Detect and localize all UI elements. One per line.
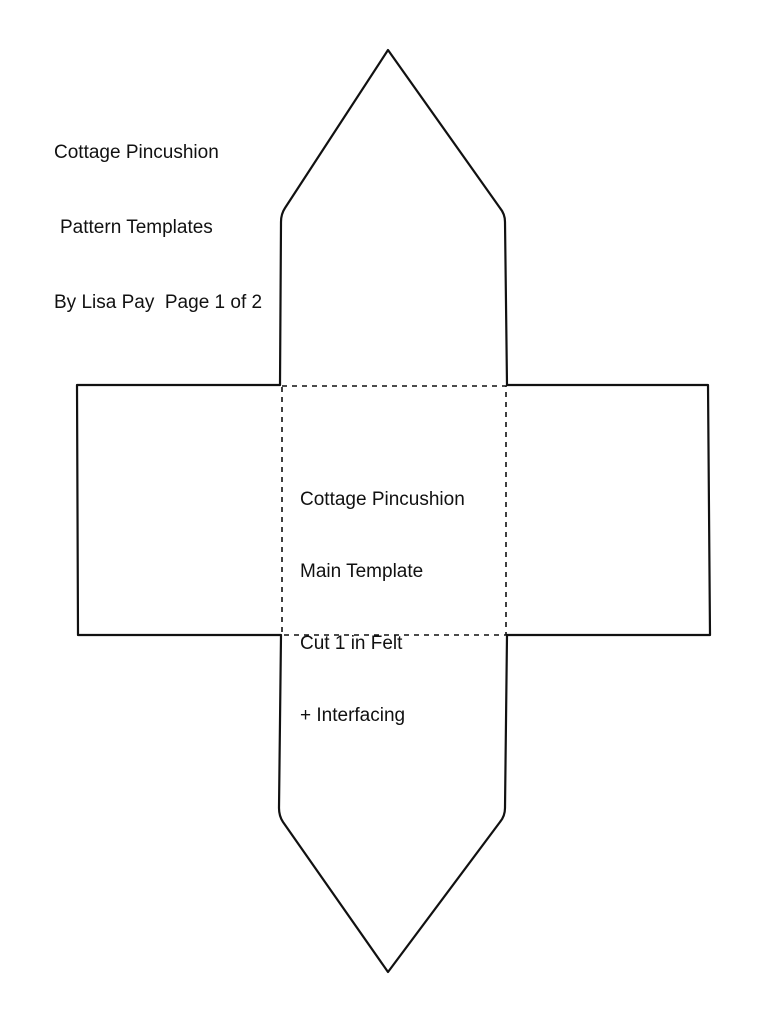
- pattern-header: Cottage Pincushion Pattern Templates By …: [54, 90, 262, 340]
- cut-outline: [75, 48, 712, 974]
- header-author-page: By Lisa Pay Page 1 of 2: [54, 292, 263, 313]
- template-label-cut: Cut 1 in Felt: [300, 633, 403, 654]
- template-label-interfacing: + Interfacing: [300, 705, 406, 726]
- fold-line-square: [281, 385, 507, 636]
- template-label-title: Cottage Pincushion: [300, 489, 465, 510]
- template-label-name: Main Template: [300, 561, 424, 582]
- header-title: Cottage Pincushion: [54, 142, 219, 163]
- header-subtitle: Pattern Templates: [60, 217, 213, 238]
- template-label: Cottage Pincushion Main Template Cut 1 i…: [300, 440, 465, 752]
